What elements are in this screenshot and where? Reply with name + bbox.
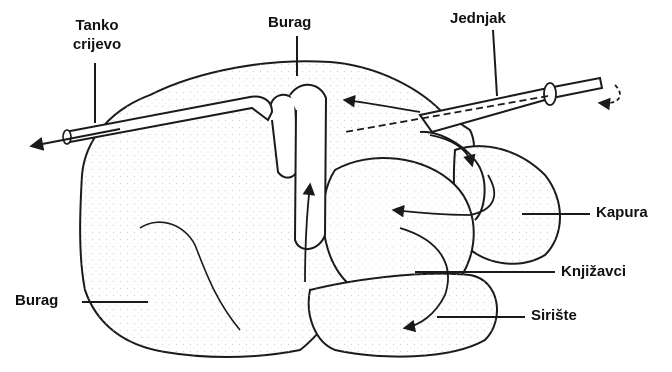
label-abomasum: Sirište <box>531 307 577 326</box>
label-rumen-left: Burag <box>15 292 58 311</box>
label-small-intestine-line1: Tanko <box>58 17 136 36</box>
small-intestine-opening <box>63 130 71 144</box>
label-omasum: Knjižavci <box>561 263 626 282</box>
label-small-intestine-line2: crijevo <box>58 36 136 55</box>
flow-arrow-esophagus-dashed <box>600 85 620 103</box>
leader-esophagus <box>493 30 497 96</box>
label-esophagus: Jednjak <box>450 10 506 29</box>
label-rumen-top: Burag <box>268 14 311 33</box>
esophagus-tube <box>420 78 602 132</box>
label-small-intestine: Tanko crijevo <box>58 17 136 55</box>
label-reticulum: Kapura <box>596 204 648 223</box>
esophagus-opening <box>544 83 556 105</box>
